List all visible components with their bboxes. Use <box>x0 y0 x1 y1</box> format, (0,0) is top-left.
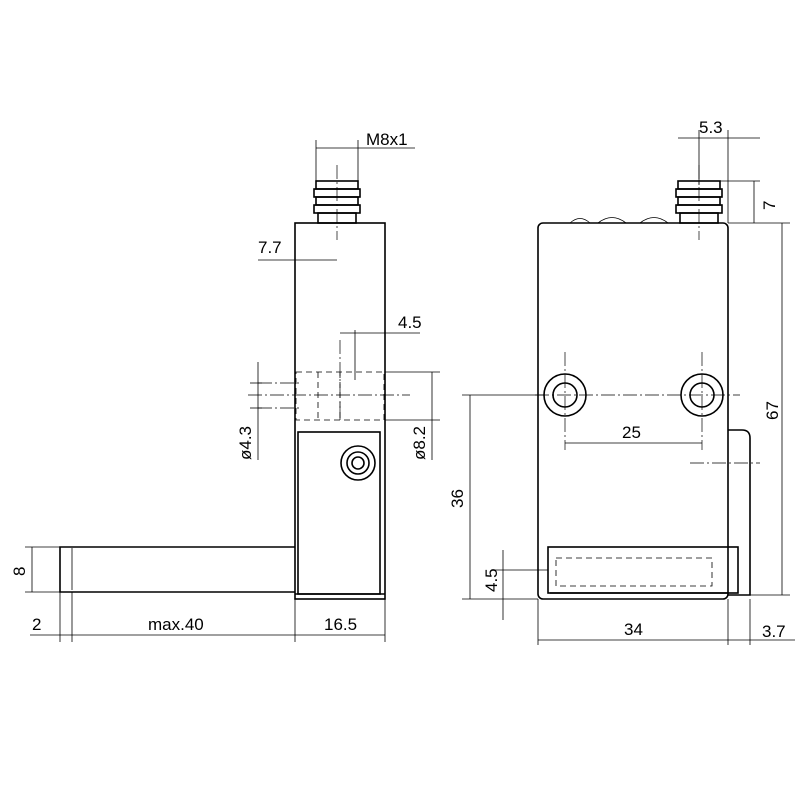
dimension-labels: M8x1 7.7 4.5 ø4.3 ø8.2 8 2 max.40 16.5 5… <box>10 118 786 641</box>
label-hole-spacing: 25 <box>622 423 641 442</box>
label-hole-large: ø8.2 <box>410 426 429 460</box>
label-slot-offset: 4.5 <box>398 313 422 332</box>
front-side-bracket <box>728 429 751 596</box>
label-fork-height: 8 <box>10 567 29 576</box>
label-fork-gap: 2 <box>32 615 41 634</box>
side-screw-icon <box>340 445 376 481</box>
label-hole-small: ø4.3 <box>236 426 255 460</box>
side-view <box>59 165 410 600</box>
front-dimensions <box>462 130 795 645</box>
side-fork-arm <box>59 546 295 593</box>
label-thread: M8x1 <box>366 130 408 149</box>
side-dimensions <box>25 140 440 642</box>
label-body-depth: 16.5 <box>324 615 357 634</box>
label-lens-offset: 4.5 <box>482 568 501 592</box>
label-connector-offset: 7.7 <box>258 238 282 257</box>
label-bracket-depth: 3.7 <box>762 622 786 641</box>
label-connector-height: 7 <box>760 201 779 210</box>
label-body-width: 34 <box>624 620 643 639</box>
label-fork-length: max.40 <box>148 615 204 634</box>
label-total-height: 67 <box>763 401 782 420</box>
front-view <box>535 165 760 600</box>
label-connector-width: 5.3 <box>699 118 723 137</box>
side-body <box>294 222 386 600</box>
label-hole-height: 36 <box>448 489 467 508</box>
front-body <box>537 222 729 600</box>
